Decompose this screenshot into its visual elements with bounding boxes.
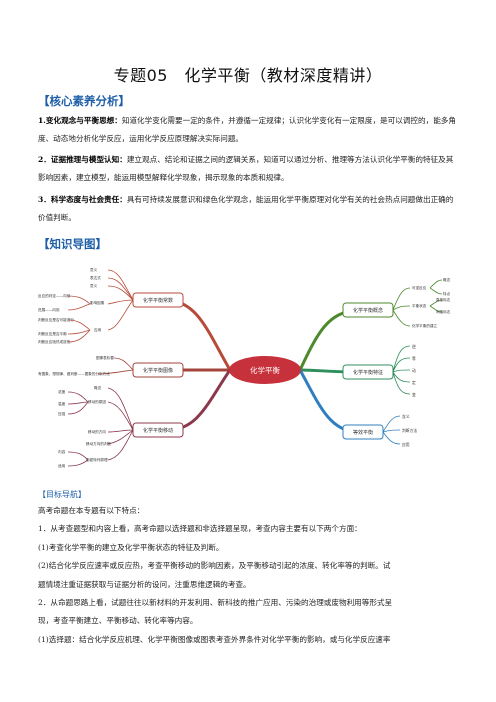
leaf-yidong-4: 移动方向的判断 bbox=[86, 441, 112, 446]
guide-line-7: 现，考查平衡建立、平衡移动、转化率等内容。 bbox=[38, 616, 198, 626]
core-item-2: 2．证据推理与模型认知：建立观点、结论和证据之间的逻辑关系，知道可以通过分析、推… bbox=[38, 151, 458, 187]
leaf-changshu-sub-5: 判断反应吸热或放热 bbox=[38, 339, 71, 344]
leaf-changshu-sub-3: 判断反应是否可能进行 bbox=[38, 317, 74, 322]
guide-line-2: 1．从考查题型和内容上看，高考命题以选择题和非选择题呈现，考查内容主要有以下两个… bbox=[38, 524, 362, 534]
guide-heading: 【目标导航】 bbox=[38, 490, 86, 499]
branch-line-changshu bbox=[166, 298, 232, 372]
branch-label-changshu: 化学平衡常数 bbox=[143, 297, 173, 304]
leaf-tuxiang-sub: 有图象、想规律、做判断——图象的分析方法 bbox=[38, 371, 110, 376]
leaf-changshu-3: 意义 bbox=[90, 283, 98, 288]
leaf-tezheng-2: 等 bbox=[412, 356, 416, 361]
center-node bbox=[229, 356, 301, 384]
center-label: 化学平衡 bbox=[250, 365, 280, 375]
branch-line-gainian bbox=[298, 308, 360, 372]
branch-label-yidong: 化学平衡移动 bbox=[143, 427, 173, 434]
leaf-yidong-3: 移动的方向 bbox=[88, 429, 106, 434]
leaf-tezheng-1: 逆 bbox=[412, 344, 416, 349]
core-item-2-lead: 2．证据推理与模型认知： bbox=[38, 155, 127, 164]
leaf-yidong-sub-2: 温度 bbox=[58, 401, 66, 406]
leaf-changshu-sub-2: 进展——向前 bbox=[38, 307, 60, 312]
guide-line-4: (2)结合化学反应速率或反应热，考查平衡移动的影响因素，及平衡移动引起的浓度、转… bbox=[38, 561, 391, 571]
leaf-gainian-sub-1: 概念 bbox=[443, 277, 451, 282]
leaf-yidong-sub-4: 内容 bbox=[58, 449, 66, 454]
guide-body: 高考命题在本专题有以下特点： 1．从考查题型和内容上看，高考命题以选择题和非选择… bbox=[38, 502, 460, 649]
knowledge-mindmap: 化学平衡 化学平衡常数 化学平衡图像 化学平衡移动 化学平衡概念 化学平衡特征 … bbox=[38, 267, 451, 468]
mindmap-heading: 【知识导图】 bbox=[38, 237, 107, 251]
guide-line-5: 题情境注重证据获取与证据分析的设问，注重思维逻辑的考查。 bbox=[38, 579, 251, 589]
leaf-dengxiao-1: 含义 bbox=[402, 414, 410, 419]
leaf-changshu-sub-4: 判断反应是否平衡 bbox=[38, 331, 67, 336]
core-item-3-text: 具有可持续发展意识和绿色化学观念，能运用化学平衡原理对化学有关的社会热点问题做出… bbox=[38, 195, 454, 222]
leaf-dengxiao-2: 判断方法 bbox=[402, 428, 417, 433]
leaf-yidong-sub-1: 浓度 bbox=[58, 389, 66, 394]
core-item-2-text: 建立观点、结论和证据之间的逻辑关系，知道可以通过分析、推理等方法认识化学平衡的特… bbox=[38, 155, 454, 182]
page-title: 专题05 化学平衡（教材深度精讲） bbox=[113, 66, 383, 85]
leaf-gainian-3: 化学平衡的建立 bbox=[412, 323, 438, 328]
leaf-tezheng-3: 动 bbox=[412, 368, 416, 373]
guide-line-3: (1)考查化学平衡的建立及化学平衡状态的特征及判断。 bbox=[38, 542, 224, 552]
leaf-changshu-sub-1: 反应的判定——向前 bbox=[38, 293, 71, 298]
branch-line-yidong bbox=[166, 368, 232, 432]
branch-label-dengxiao: 等效平衡 bbox=[353, 429, 373, 436]
leaf-tuxiang-1: 图像表析要 bbox=[96, 355, 114, 360]
leaf-gainian-sub-3: 直接标志 bbox=[436, 297, 451, 302]
core-item-3-lead: 3．科学态度与社会责任： bbox=[38, 195, 127, 204]
leaf-gainian-sub-4: 间接标志 bbox=[436, 309, 451, 314]
leaf-tezheng-4: 定 bbox=[412, 380, 416, 385]
core-item-1-lead: 1.变化观念与平衡思想： bbox=[38, 116, 122, 125]
core-item-1: 1.变化观念与平衡思想：知道化学变化需要一定的条件，并遵循一定规律；认识化学变化… bbox=[38, 112, 458, 148]
guide-line-1: 高考命题在本专题有以下特点： bbox=[38, 506, 145, 515]
leaf-yidong-5: 勒夏特列原理 bbox=[86, 457, 108, 462]
branch-label-tezheng: 化学平衡特征 bbox=[353, 369, 383, 376]
leaf-changshu-1: 意义 bbox=[90, 267, 98, 272]
leaf-yidong-1: 概念 bbox=[94, 385, 102, 390]
leaf-gainian-2: 平衡状态 bbox=[412, 303, 427, 308]
leaf-changshu-5: 应用 bbox=[94, 327, 102, 332]
leaf-yidong-sub-5: 适用 bbox=[58, 463, 66, 468]
leaf-changshu-4: 影响因素 bbox=[90, 300, 105, 305]
core-item-3: 3．科学态度与社会责任：具有可持续发展意识和绿色化学观念，能运用化学平衡原理对化… bbox=[38, 191, 458, 227]
core-heading: 【核心素养分析】 bbox=[38, 94, 130, 108]
leaf-yidong-2: 移动的原因 bbox=[88, 399, 106, 404]
leaf-changshu-2: 表达式 bbox=[90, 275, 101, 280]
leaf-yidong-sub-3: 压强 bbox=[58, 411, 66, 416]
branch-label-gainian: 化学平衡概念 bbox=[353, 307, 383, 314]
branch-label-tuxiang: 化学平衡图像 bbox=[143, 367, 173, 374]
leaf-tezheng-5: 变 bbox=[412, 392, 416, 397]
leaf-gainian-sub-2: 特点 bbox=[443, 291, 451, 296]
guide-line-8: (1)选择题：结合化学反应机理、化学平衡图像或图表考查外界条件对化学平衡的影响，… bbox=[38, 634, 391, 644]
leaf-gainian-1: 可逆反应 bbox=[412, 285, 427, 290]
leaf-dengxiao-3: 应用 bbox=[402, 442, 410, 447]
guide-line-6: 2．从命题思路上看，试题往往以新材料的开发利用、新科技的推广应用、污染的治理或废… bbox=[38, 598, 393, 608]
core-item-1-text: 知道化学变化需要一定的条件，并遵循一定规律；认识化学变化有一定限度，是可以调控的… bbox=[38, 116, 456, 143]
